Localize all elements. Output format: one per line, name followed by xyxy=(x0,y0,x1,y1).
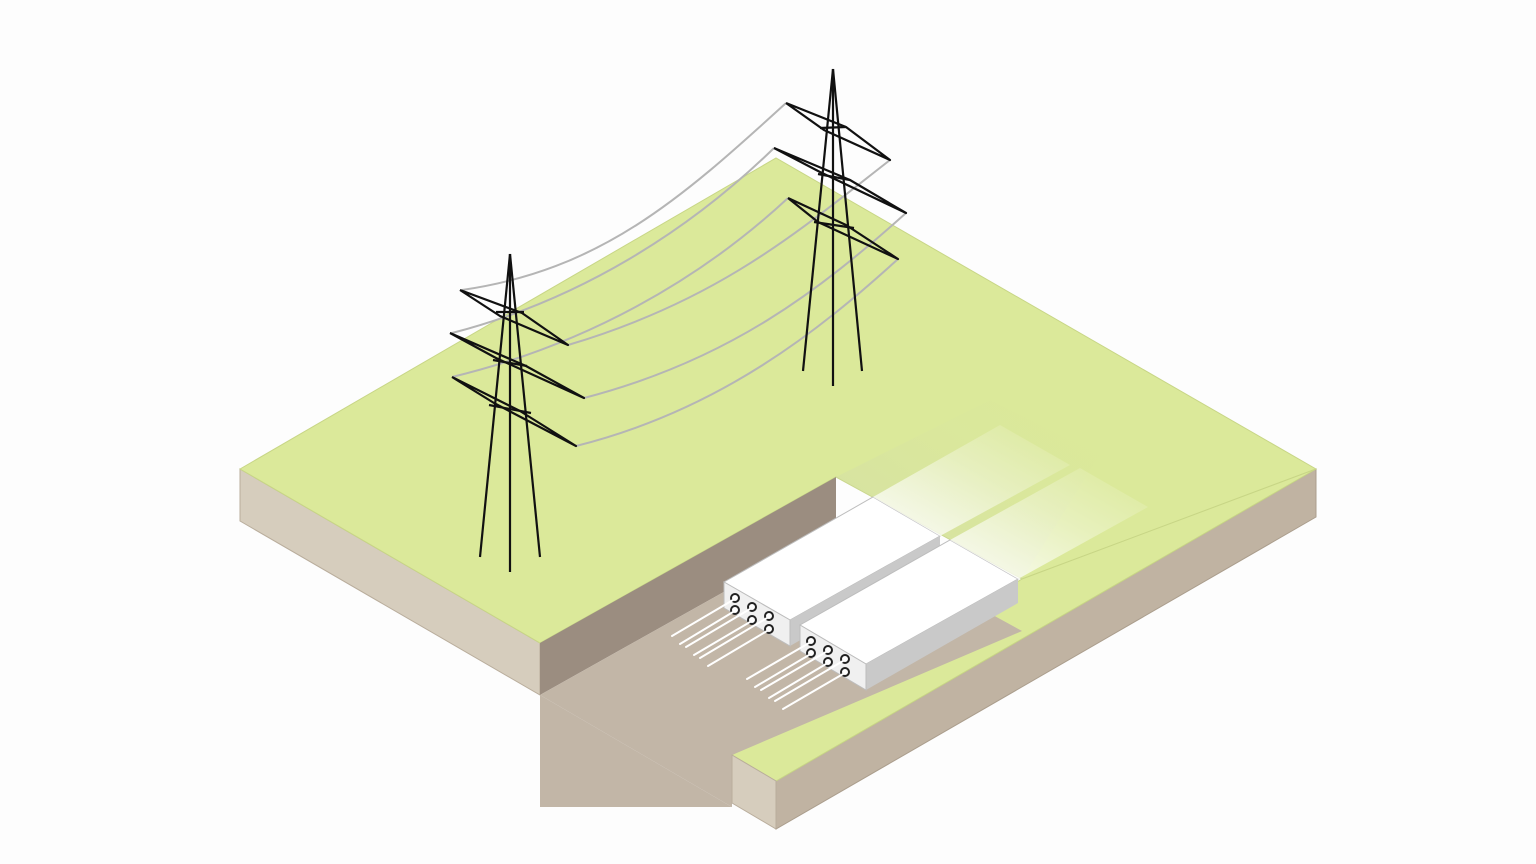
strip-front-face xyxy=(731,754,777,830)
cable-end xyxy=(693,621,751,656)
tower-brace xyxy=(488,403,532,415)
cable-end xyxy=(699,617,768,659)
far-tower xyxy=(773,68,908,386)
cable-end xyxy=(685,608,751,648)
tower-brace xyxy=(492,358,528,368)
cable-end xyxy=(774,660,844,702)
ground-slab xyxy=(239,157,1318,830)
right-cable-ends xyxy=(746,642,844,710)
conductor-line xyxy=(461,102,787,291)
tower-brace xyxy=(819,125,847,130)
duct-banks xyxy=(671,425,1148,710)
tower-brace xyxy=(817,172,851,182)
trench-floor-front xyxy=(540,695,732,807)
left-block-fade xyxy=(873,425,1070,536)
cable-end xyxy=(754,654,810,688)
left-cable-ends xyxy=(671,599,768,667)
tower-crossarm xyxy=(451,376,578,448)
cable-end xyxy=(671,599,734,637)
tower-brace xyxy=(813,220,855,230)
tower-leg xyxy=(508,253,542,558)
cable-end xyxy=(760,651,827,691)
cable-end xyxy=(707,630,768,667)
right-block-fade xyxy=(950,468,1148,579)
cable-end xyxy=(782,673,844,710)
tower-crossarm xyxy=(449,331,586,400)
near-tower xyxy=(449,253,586,572)
conductor-line xyxy=(583,212,907,399)
trench-back-wall xyxy=(540,477,836,695)
right-block-side xyxy=(866,579,1018,690)
conductor-line xyxy=(575,258,899,447)
cable-end xyxy=(768,663,827,699)
tower-crossarm xyxy=(785,101,892,162)
tower-crossarm xyxy=(773,146,908,215)
left-duct-holes xyxy=(730,593,774,634)
tower-crossarm xyxy=(787,197,900,261)
cable-end xyxy=(746,642,810,680)
cable-end xyxy=(679,611,734,645)
tower-leg xyxy=(831,68,864,372)
tower-crossarm xyxy=(459,288,570,347)
